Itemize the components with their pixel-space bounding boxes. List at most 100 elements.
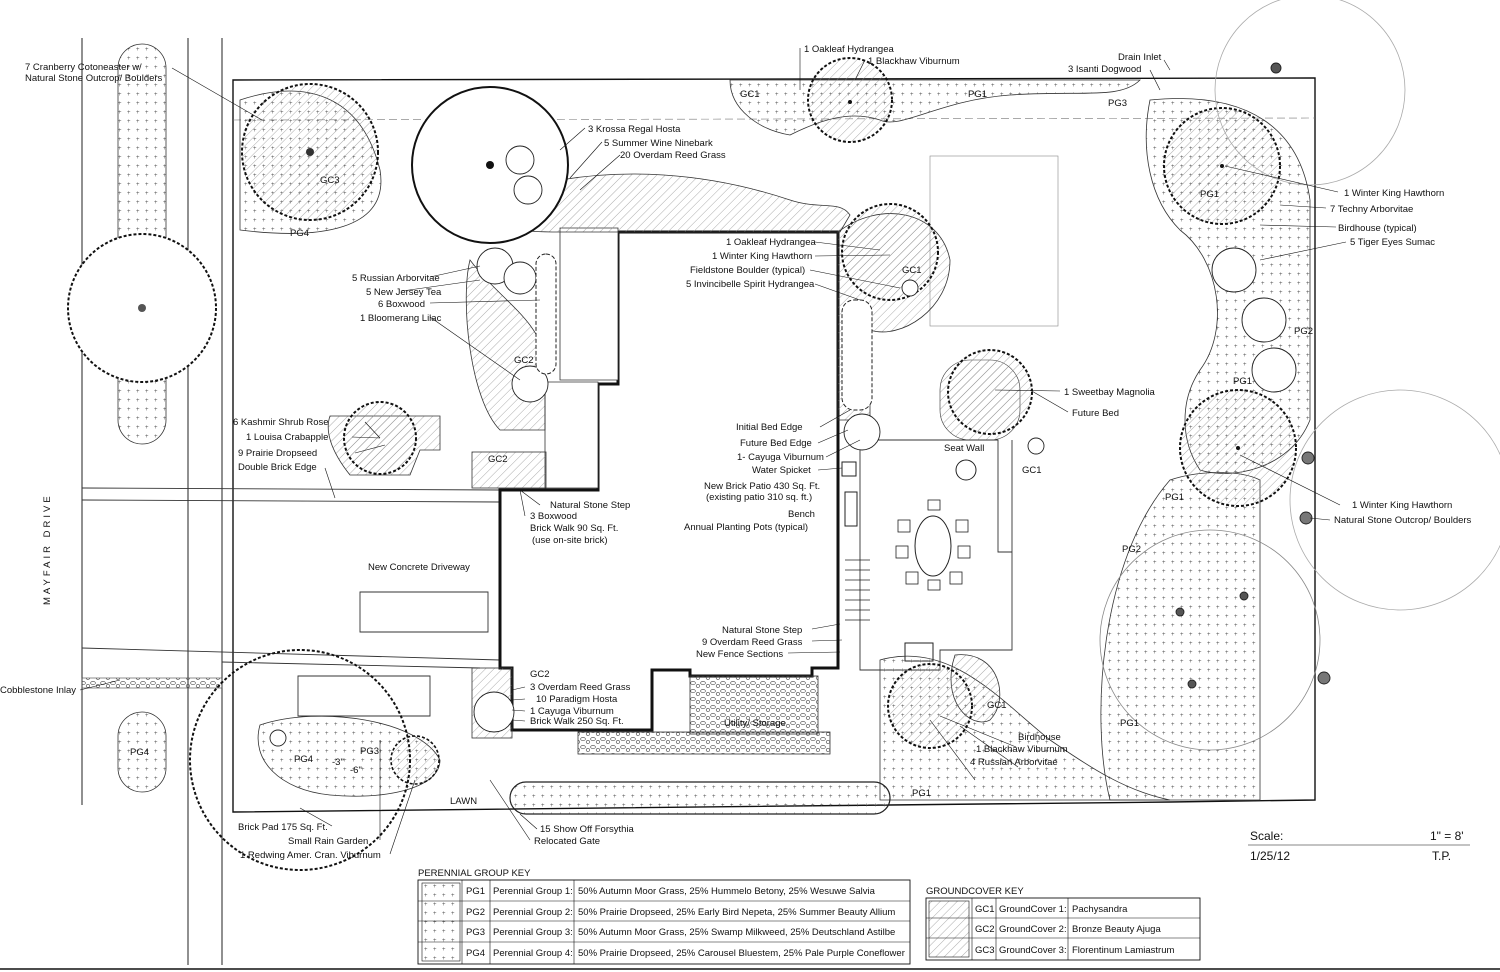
svg-text:PG1: PG1 — [1165, 492, 1184, 503]
svg-text:PG4: PG4 — [130, 747, 149, 758]
water-spicket — [841, 461, 857, 477]
svg-text:GC1: GC1 — [1022, 465, 1042, 476]
svg-text:Seat Wall: Seat Wall — [944, 443, 984, 454]
svg-text:PG3: PG3 — [466, 927, 485, 938]
svg-text:GC2: GC2 — [514, 355, 534, 366]
svg-text:Perennial Group 3:: Perennial Group 3: — [493, 927, 573, 938]
svg-text:3 Boxwood: 3 Boxwood — [530, 511, 577, 522]
svg-text:GC1: GC1 — [975, 904, 995, 915]
seat-wall-icon — [955, 459, 977, 481]
cobblestone-strip — [81, 677, 223, 689]
area-tags: GC3 PG4 GC1 PG1 PG3 PG1 GC1 GC2 PG2 PG1 … — [130, 89, 1313, 799]
svg-text:Annual Planting Pots (typical): Annual Planting Pots (typical) — [684, 522, 808, 533]
svg-text:1" = 8': 1" = 8' — [1430, 829, 1464, 843]
svg-text:Natural Stone Outcrop/ Boulder: Natural Stone Outcrop/ Boulders — [1334, 515, 1472, 526]
svg-text:50% Autumn Moor Grass, 25% Hum: 50% Autumn Moor Grass, 25% Hummelo Beton… — [578, 886, 876, 897]
property-line — [232, 77, 1316, 813]
svg-text:15 Show Off Forsythia: 15 Show Off Forsythia — [540, 824, 635, 835]
svg-text:10 Paradigm Hosta: 10 Paradigm Hosta — [536, 694, 618, 705]
svg-text:(use on-site brick): (use on-site brick) — [532, 535, 608, 546]
brick-walk-front — [471, 451, 547, 489]
svg-text:PG2: PG2 — [466, 907, 485, 918]
svg-text:Bench: Bench — [788, 509, 815, 520]
svg-text:1 Oakleaf Hydrangea: 1 Oakleaf Hydrangea — [726, 237, 816, 248]
shrubs — [269, 62, 1331, 747]
svg-text:PERENNIAL GROUP KEY: PERENNIAL GROUP KEY — [418, 868, 531, 879]
svg-text:GC3: GC3 — [975, 945, 995, 956]
svg-text:Initial Bed Edge: Initial Bed Edge — [736, 422, 803, 433]
svg-text:GC2: GC2 — [975, 924, 995, 935]
tree-street-bottom — [189, 649, 411, 871]
svg-text:Fieldstone Boulder (typical): Fieldstone Boulder (typical) — [690, 265, 805, 276]
svg-text:5 New Jersey Tea: 5 New Jersey Tea — [366, 287, 442, 298]
bench — [844, 491, 858, 527]
svg-text:3 Isanti Dogwood: 3 Isanti Dogwood — [1068, 64, 1141, 75]
groundcover-key: GROUNDCOVER KEY GC1 GroundCover 1: Pachy… — [925, 886, 1201, 961]
svg-text:1 Oakleaf Hydrangea: 1 Oakleaf Hydrangea — [804, 44, 894, 55]
hydrangea-row — [841, 299, 873, 411]
svg-text:-3": -3" — [332, 757, 344, 768]
svg-text:Bronze Beauty Ajuga: Bronze Beauty Ajuga — [1072, 924, 1161, 935]
svg-text:6 Boxwood: 6 Boxwood — [378, 299, 425, 310]
svg-text:Florentinum Lamiastrum: Florentinum Lamiastrum — [1072, 945, 1175, 956]
svg-text:Birdhouse (typical): Birdhouse (typical) — [1338, 223, 1417, 234]
svg-text:PG1: PG1 — [968, 89, 987, 100]
tree-northeast-large — [1214, 0, 1406, 186]
tree-oakleaf-top — [807, 57, 893, 143]
tree-redwing — [390, 735, 440, 785]
svg-text:1 Bloomerang Lilac: 1 Bloomerang Lilac — [360, 313, 442, 324]
svg-text:PG4: PG4 — [294, 754, 313, 765]
svg-text:GC1: GC1 — [902, 265, 922, 276]
svg-text:1 Sweetbay Magnolia: 1 Sweetbay Magnolia — [1064, 387, 1156, 398]
svg-text:20 Overdam Reed Grass: 20 Overdam Reed Grass — [620, 150, 726, 161]
svg-text:7 Cranberry Cotoneaster w/: 7 Cranberry Cotoneaster w/ — [25, 62, 142, 73]
bed-pebble — [577, 731, 831, 755]
svg-text:Utility/ Storage: Utility/ Storage — [724, 718, 786, 729]
svg-text:LAWN: LAWN — [450, 796, 477, 807]
svg-text:Relocated Gate: Relocated Gate — [534, 836, 600, 847]
svg-text:PG1: PG1 — [1120, 718, 1139, 729]
forsythia-hedge — [509, 781, 891, 815]
svg-text:New Concrete Driveway: New Concrete Driveway — [368, 562, 470, 573]
utility-storage — [689, 675, 819, 735]
svg-text:7 Techny Arborvitae: 7 Techny Arborvitae — [1330, 204, 1413, 215]
svg-text:50% Prairie Dropseed, 25% Earl: 50% Prairie Dropseed, 25% Early Bird Nep… — [578, 907, 895, 918]
patio-table — [914, 515, 952, 577]
svg-text:5 Invincibelle Spirit Hydrange: 5 Invincibelle Spirit Hydrangea — [686, 279, 815, 290]
svg-text:1 Winter King Hawthorn: 1 Winter King Hawthorn — [1344, 188, 1444, 199]
driveway — [81, 487, 501, 717]
svg-text:Drain Inlet: Drain Inlet — [1118, 52, 1162, 63]
svg-text:9 Overdam Reed Grass: 9 Overdam Reed Grass — [702, 637, 803, 648]
svg-text:Pachysandra: Pachysandra — [1072, 904, 1128, 915]
median-pg4-bottom — [117, 711, 167, 793]
svg-text:1 Winter King Hawthorn: 1 Winter King Hawthorn — [1352, 500, 1452, 511]
svg-text:Natural Stone Step: Natural Stone Step — [722, 625, 802, 636]
svg-text:PG4: PG4 — [466, 948, 485, 959]
svg-text:GC2: GC2 — [488, 454, 508, 465]
svg-text:3 Overdam Reed Grass: 3 Overdam Reed Grass — [530, 682, 631, 693]
svg-text:Double Brick Edge: Double Brick Edge — [238, 462, 317, 473]
svg-text:Future Bed Edge: Future Bed Edge — [740, 438, 812, 449]
svg-text:1/25/12: 1/25/12 — [1250, 849, 1290, 863]
svg-text:GROUNDCOVER KEY: GROUNDCOVER KEY — [926, 886, 1024, 897]
tree-front-left — [241, 83, 379, 221]
boxwood-hedge — [535, 253, 557, 375]
svg-text:1 Cayuga Viburnum: 1 Cayuga Viburnum — [530, 706, 614, 717]
svg-text:1 Blackhaw Viburnum: 1 Blackhaw Viburnum — [976, 744, 1068, 755]
deck — [559, 227, 619, 381]
svg-text:Future Bed: Future Bed — [1072, 408, 1119, 419]
tree-hawthorn-right — [1179, 389, 1297, 507]
tree-oakleaf-mid — [841, 203, 939, 301]
tree-magnolia — [947, 349, 1033, 435]
svg-text:PG3: PG3 — [360, 746, 379, 757]
leader-lines — [79, 48, 1347, 855]
svg-text:Natural Stone Step: Natural Stone Step — [550, 500, 630, 511]
svg-text:50% Autumn Moor Grass, 25% Swa: 50% Autumn Moor Grass, 25% Swamp Milkwee… — [578, 927, 895, 938]
svg-text:Scale:: Scale: — [1250, 829, 1283, 843]
svg-text:Birdhouse: Birdhouse — [1018, 732, 1061, 743]
scale-block: Scale: 1" = 8' 1/25/12 T.P. — [1248, 829, 1470, 863]
svg-text:Cobblestone Inlay: Cobblestone Inlay — [0, 685, 76, 696]
svg-text:T.P.: T.P. — [1432, 849, 1451, 863]
rain-garden — [257, 715, 441, 797]
svg-text:3 Krossa Regal Hosta: 3 Krossa Regal Hosta — [588, 124, 681, 135]
